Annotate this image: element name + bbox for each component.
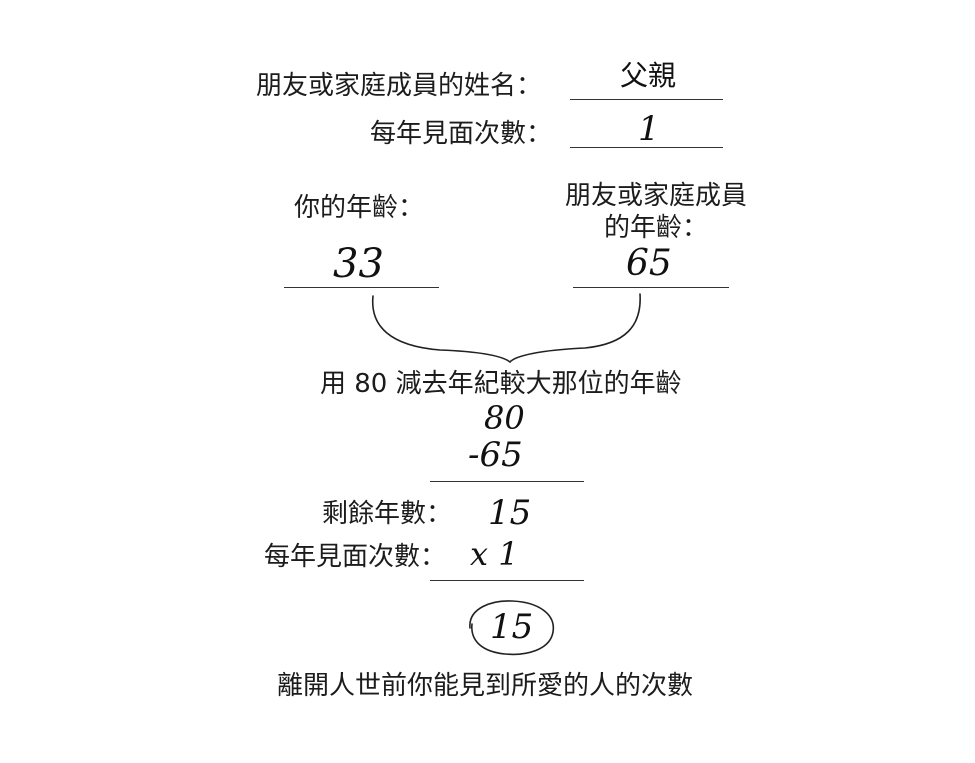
curly-brace — [371, 293, 641, 364]
your-age-value: 33 — [333, 241, 384, 287]
their-age-label-line2: 的年齡： — [603, 213, 708, 243]
minuend-value: 80 — [484, 399, 525, 437]
conclusion-text: 離開人世前你能見到所愛的人的次數 — [277, 671, 694, 701]
name-value: 父親 — [620, 59, 677, 92]
visits-label-2: 每年見面次數： — [264, 542, 447, 572]
their-age-value: 65 — [626, 243, 672, 284]
their-age-label-line1: 朋友或家庭成員 — [564, 181, 747, 211]
result-value: 15 — [490, 607, 534, 647]
your-age-underline — [284, 287, 439, 288]
your-age-label: 你的年齡： — [294, 193, 425, 223]
instruction-text: 用 80 減去年紀較大那位的年齡 — [320, 369, 682, 399]
years-left-value: 15 — [488, 493, 532, 533]
multiplier-value: x 1 — [470, 535, 519, 573]
visits-label: 每年見面次數： — [370, 119, 553, 149]
subtrahend-value: -65 — [468, 435, 523, 475]
visits-value: 1 — [638, 109, 660, 149]
name-underline — [570, 99, 723, 100]
their-age-underline — [573, 287, 729, 288]
subtraction-underline — [430, 481, 584, 482]
years-left-label: 剩餘年數： — [322, 499, 453, 529]
result-circle — [469, 600, 555, 656]
multiplication-underline — [430, 580, 584, 581]
visits-underline — [570, 147, 723, 148]
name-label: 朋友或家庭成員的姓名： — [256, 71, 543, 101]
